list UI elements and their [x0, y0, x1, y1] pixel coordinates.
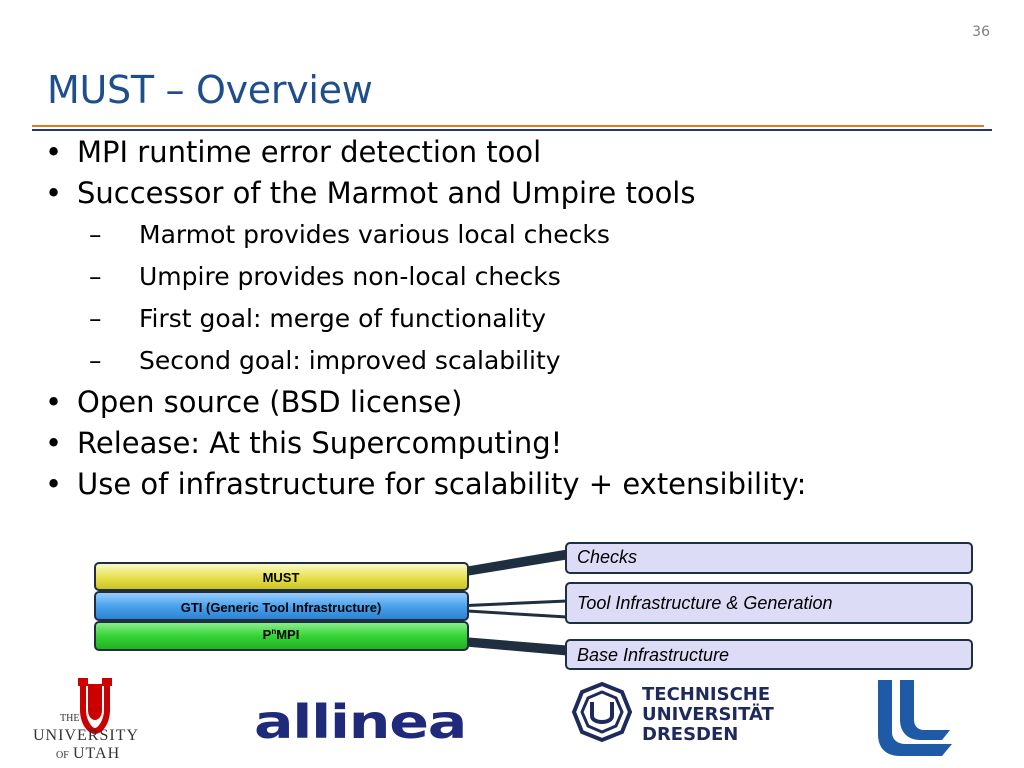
title-rule-navy	[32, 129, 992, 131]
bullet-item: • MPI runtime error detection tool	[45, 132, 1005, 173]
tud-line3: DRESDEN	[642, 724, 738, 745]
sub-bullet-text: Second goal: improved scalability	[139, 346, 561, 375]
bullet-item: • Release: At this Supercomputing!	[45, 423, 1005, 464]
slide-number: 36	[972, 24, 990, 40]
slide-title: MUST – Overview	[47, 68, 373, 112]
university-of-utah-logo: THE UNIVERSITY OF UTAH	[33, 678, 139, 762]
layer-must	[94, 562, 469, 591]
sub-bullet-text: Marmot provides various local checks	[139, 220, 610, 249]
utah-u-outline	[78, 678, 112, 734]
bullet-item: • Successor of the Marmot and Umpire tool…	[45, 173, 1005, 214]
utah-utah: UTAH	[73, 745, 120, 762]
pnmpi-sup: n	[271, 627, 276, 636]
allinea-wordmark: allinea	[254, 700, 466, 744]
callout-tool-infrastructure	[565, 582, 973, 624]
tu-dresden-logo: TECHNISCHE UNIVERSITÄT DRESDEN	[571, 681, 775, 745]
tud-line1: TECHNISCHE	[642, 684, 770, 705]
architecture-diagram: MUST GTI (Generic Tool Infrastructure) P…	[94, 542, 973, 670]
callout-checks	[565, 542, 973, 574]
layer-pnmpi	[94, 621, 469, 651]
dash-symbol: –	[89, 220, 102, 249]
bullet-item: • Use of infrastructure for scalability +…	[45, 464, 1005, 505]
bullet-text: Open source (BSD license)	[77, 385, 463, 419]
dash-symbol: –	[89, 304, 102, 333]
sub-bullet-item: – First goal: merge of functionality	[45, 298, 1005, 340]
layer-must-label: MUST	[263, 570, 300, 585]
sub-bullet-item: – Umpire provides non-local checks	[45, 256, 1005, 298]
layer-gti-label: GTI (Generic Tool Infrastructure)	[181, 600, 382, 615]
pnmpi-p: P	[263, 627, 272, 642]
tud-inner-octagon	[580, 690, 624, 734]
pnmpi-rest: MPI	[276, 627, 299, 642]
bullet-symbol: •	[45, 176, 63, 210]
dash-symbol: –	[89, 262, 102, 291]
utah-u-shape	[83, 678, 107, 720]
bullet-symbol: •	[45, 385, 63, 419]
dash-symbol: –	[89, 346, 102, 375]
bullet-text: Successor of the Marmot and Umpire tools	[77, 176, 696, 210]
llnl-inner-l	[900, 680, 950, 740]
tud-line2: UNIVERSITÄT	[642, 703, 775, 725]
sub-bullet-item: – Marmot provides various local checks	[45, 214, 1005, 256]
utah-the: THE	[60, 713, 79, 724]
bullet-text: Release: At this Supercomputing!	[77, 426, 563, 460]
bullet-symbol: •	[45, 467, 63, 501]
allinea-logo: allinea	[254, 700, 467, 744]
bullet-list: • MPI runtime error detection tool • Succe…	[45, 132, 1005, 505]
callout-tool-label: Tool Infrastructure & Generation	[577, 593, 832, 613]
llnl-logo	[878, 680, 952, 756]
title-rule-orange	[32, 125, 984, 127]
sub-bullet-text: First goal: merge of functionality	[139, 304, 547, 333]
tud-octagon	[571, 681, 633, 743]
layer-pnmpi-label: PnMPI	[263, 627, 300, 642]
bullet-item: • Open source (BSD license)	[45, 382, 1005, 423]
utah-of: OF	[56, 750, 69, 761]
bullet-symbol: •	[45, 135, 63, 169]
callout-checks-label: Checks	[577, 547, 637, 567]
sub-bullet-text: Umpire provides non-local checks	[139, 262, 561, 291]
utah-u-notch	[88, 678, 102, 684]
sub-bullet-item: – Second goal: improved scalability	[45, 340, 1005, 382]
llnl-outer-l	[878, 680, 952, 756]
callout-base-label: Base Infrastructure	[577, 645, 729, 665]
callout-base-infrastructure	[565, 639, 973, 670]
bullet-text: Use of infrastructure for scalability + …	[77, 467, 807, 501]
bullet-symbol: •	[45, 426, 63, 460]
tud-emblem	[590, 702, 614, 724]
layer-gti	[94, 591, 469, 621]
utah-university: UNIVERSITY	[33, 727, 139, 744]
bullet-text: MPI runtime error detection tool	[77, 135, 542, 169]
